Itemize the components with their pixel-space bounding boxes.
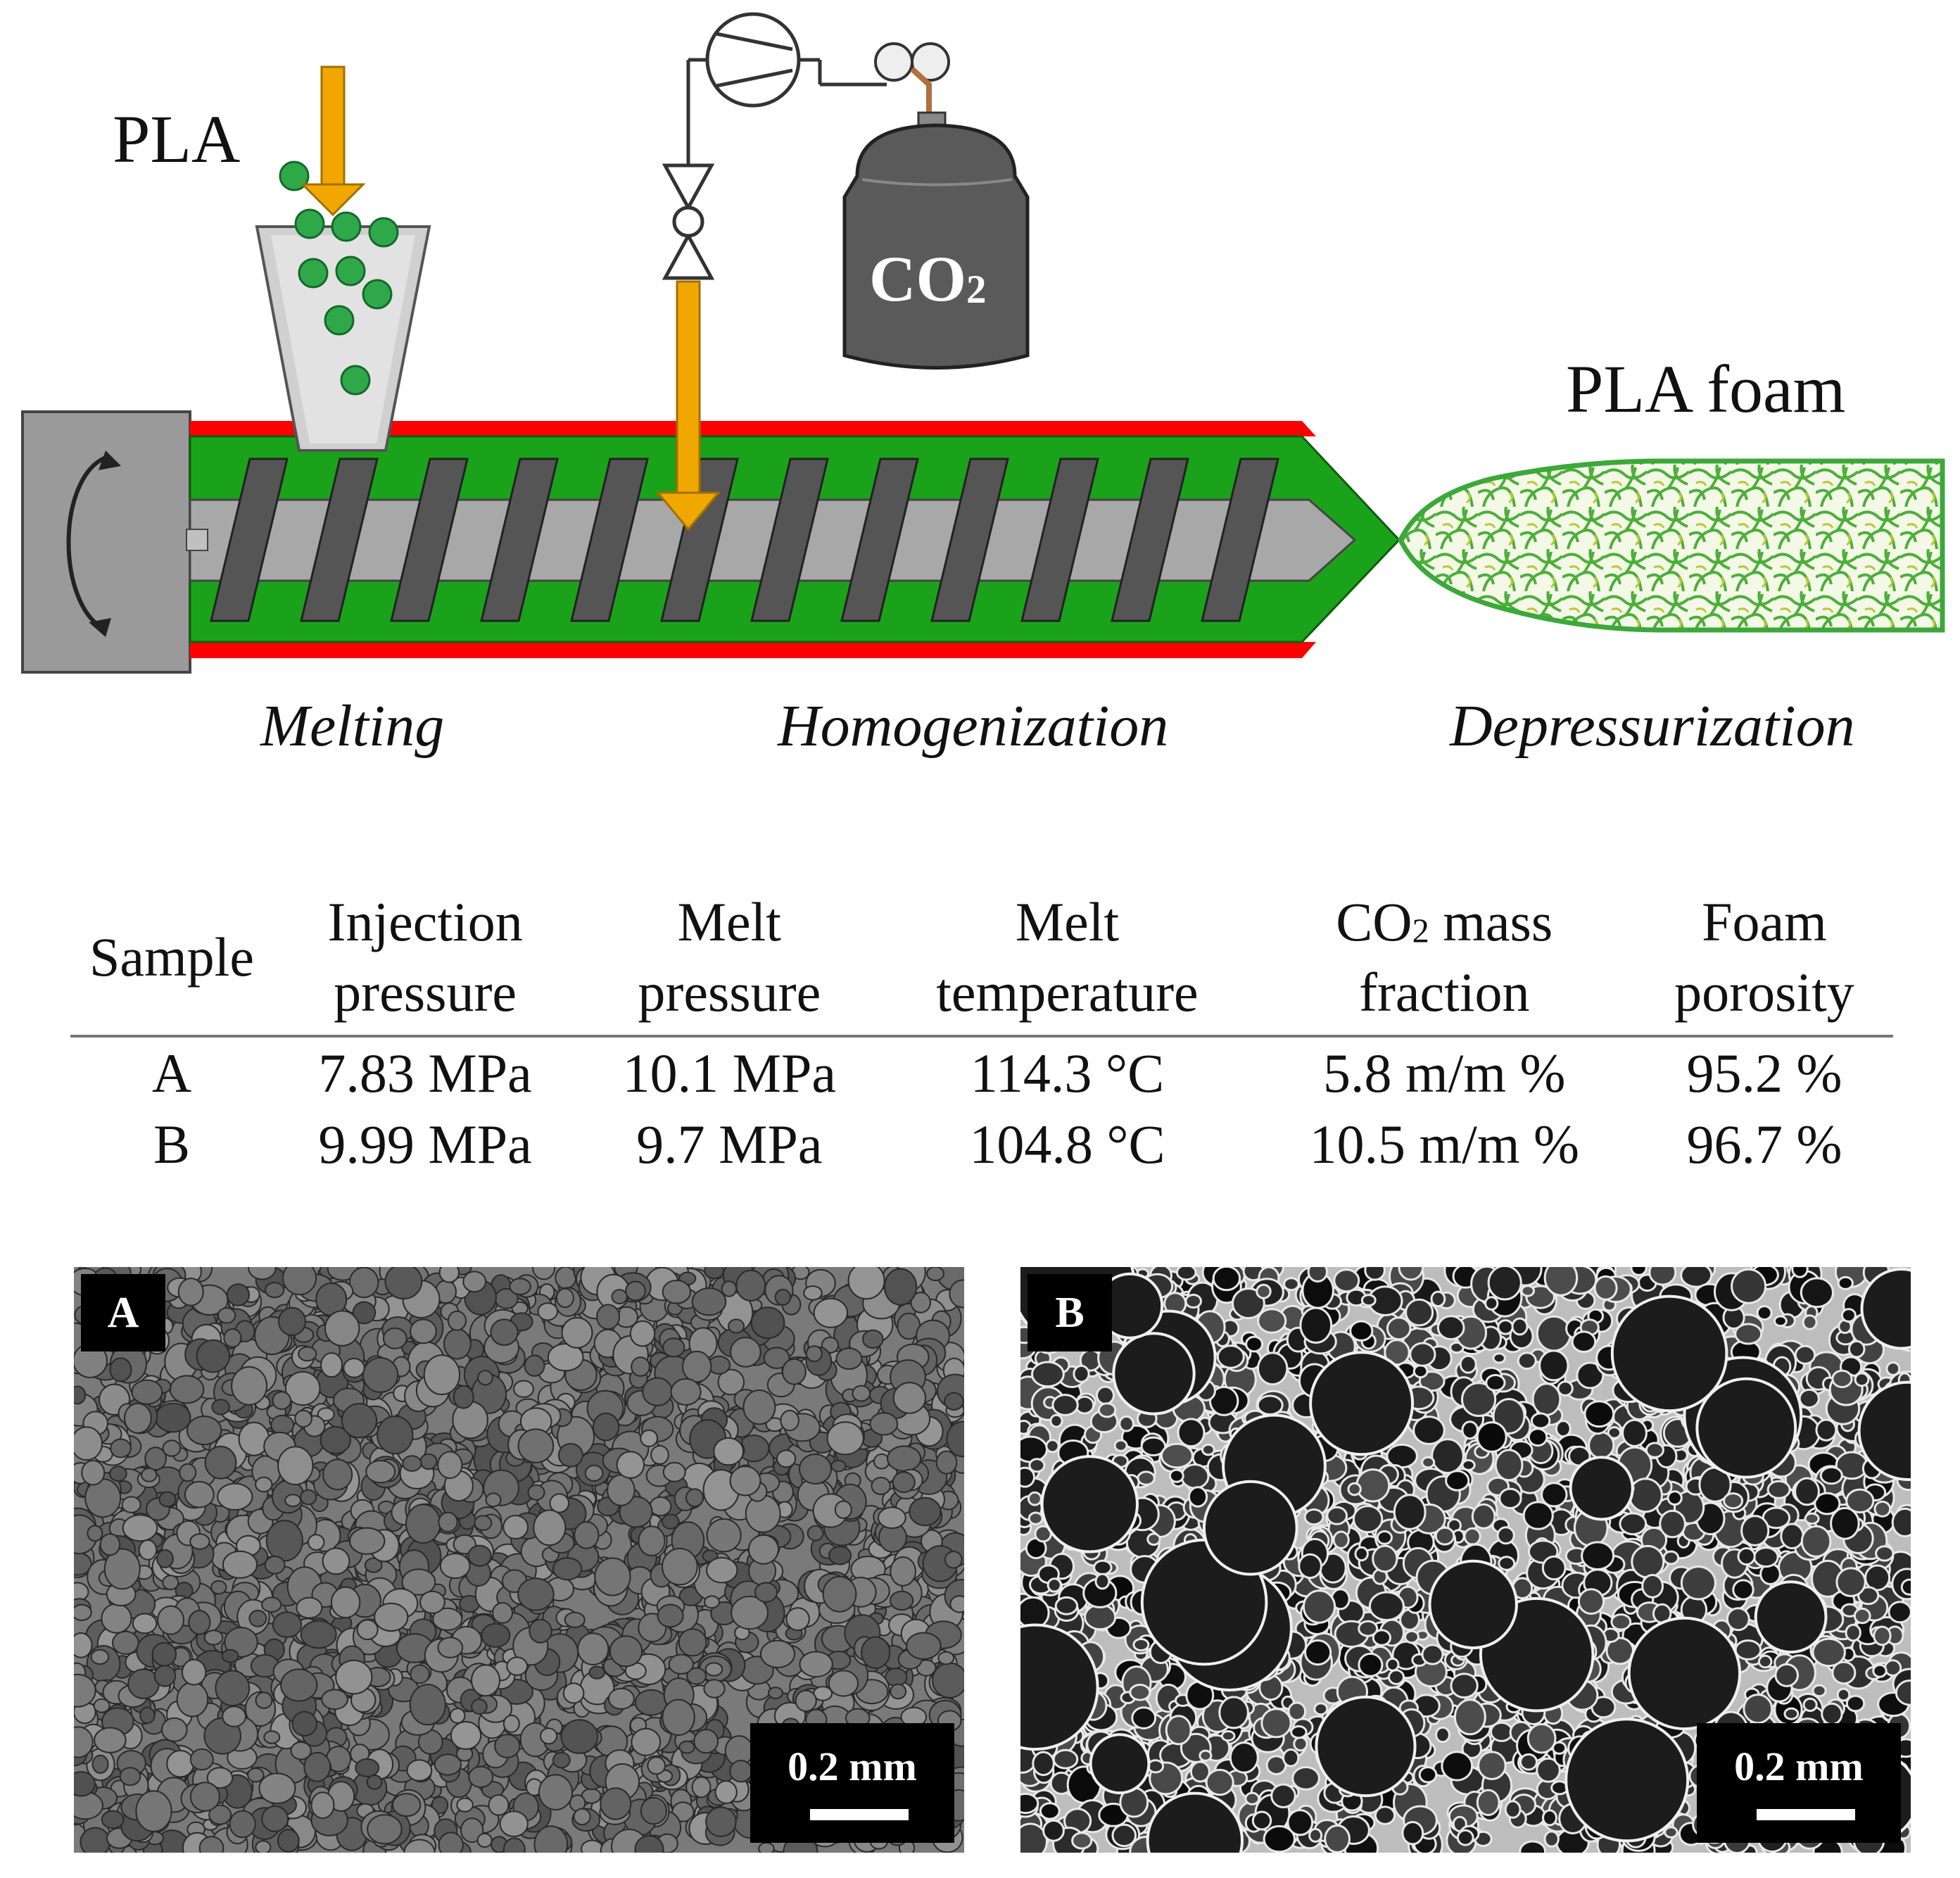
panel-tag-b: B (1028, 1274, 1112, 1351)
screw-flight (750, 458, 829, 622)
table-cell: 114.3 °C (970, 1042, 1165, 1104)
valve-icon (662, 163, 715, 280)
table-cell: 10.1 MPa (622, 1042, 836, 1104)
screw-flight (570, 458, 649, 622)
pellet (331, 211, 362, 242)
table-cell: 96.7 % (1686, 1114, 1842, 1176)
screw-flight (660, 458, 739, 622)
screw-flight (1020, 458, 1099, 622)
co2-cylinder-icon (842, 111, 1030, 370)
pellet (335, 256, 366, 286)
foam-cell-texture (74, 1267, 964, 1853)
screw-flight (1111, 458, 1189, 622)
pla-foam-label: PLA foam (1566, 351, 1846, 427)
screw-flight (930, 458, 1009, 622)
co2-supply-system (662, 12, 1030, 370)
table-row: B 9.99 MPa 9.7 MPa 104.8 °C 10.5 m/m % 9… (70, 1109, 1893, 1180)
scale-bar-line (810, 1809, 909, 1820)
table-cell: 5.8 m/m % (1322, 1042, 1566, 1104)
rotation-arrow-icon (66, 455, 107, 632)
scale-bar-label: 0.2 mm (788, 1744, 917, 1789)
stage-label-homogenization: Homogenization (778, 693, 1169, 759)
pellet (368, 217, 399, 248)
screw-flight (210, 458, 289, 622)
table-cell: 104.8 °C (969, 1114, 1165, 1176)
pla-pellets (279, 160, 399, 396)
co2-injection-arrow-icon (655, 280, 721, 531)
screw-flight (840, 458, 919, 622)
co2-cylinder-label: CO2 (869, 243, 987, 315)
scale-bar-a: 0.2 mm (750, 1723, 954, 1843)
panel-tag-a: A (81, 1274, 165, 1351)
scale-bar-line (1757, 1809, 1855, 1820)
screw-flight (390, 458, 469, 622)
pellet (324, 305, 355, 336)
stage-label-melting: Melting (260, 693, 445, 759)
pressure-gauge-icon (874, 42, 913, 82)
pellet (279, 160, 310, 191)
pla-foam-extrudate (1398, 458, 1945, 633)
table-cell: 7.83 MPa (318, 1042, 532, 1104)
pellet (340, 365, 371, 396)
screw-flights (210, 458, 1279, 622)
table-cell: 9.99 MPa (318, 1114, 532, 1176)
scale-bar-b: 0.2 mm (1697, 1723, 1901, 1843)
drive-motor (21, 410, 191, 674)
screw-flight (300, 458, 379, 622)
extrusion-process-diagram (21, 12, 1945, 674)
barrel-heaters (190, 421, 1316, 658)
pellet (298, 258, 329, 289)
pressure-gauge-icon (911, 42, 950, 82)
header-sample: Sample (70, 887, 273, 1038)
screw-flight (480, 458, 559, 622)
table-cell: 95.2 % (1686, 1042, 1842, 1104)
pump-icon (705, 12, 801, 108)
scale-bar-label: 0.2 mm (1734, 1744, 1864, 1789)
table-cell: 10.5 m/m % (1309, 1114, 1579, 1176)
sem-micrograph-b: B 0.2 mm (1020, 1267, 1911, 1853)
sem-micrograph-a: A 0.2 mm (74, 1267, 964, 1853)
pla-feed-label: PLA (113, 101, 241, 177)
stage-label-depressurization: Depressurization (1450, 693, 1855, 759)
table-cell: B (153, 1114, 191, 1176)
table-cell: A (151, 1042, 192, 1104)
pellet (294, 208, 325, 239)
table-row: A 7.83 MPa 10.1 MPa 114.3 °C 5.8 m/m % 9… (70, 1036, 1893, 1109)
table-cell: 9.7 MPa (636, 1114, 823, 1176)
screw-flight (1201, 458, 1279, 622)
pellet (362, 279, 393, 310)
pla-feed-arrow-icon (300, 65, 366, 217)
